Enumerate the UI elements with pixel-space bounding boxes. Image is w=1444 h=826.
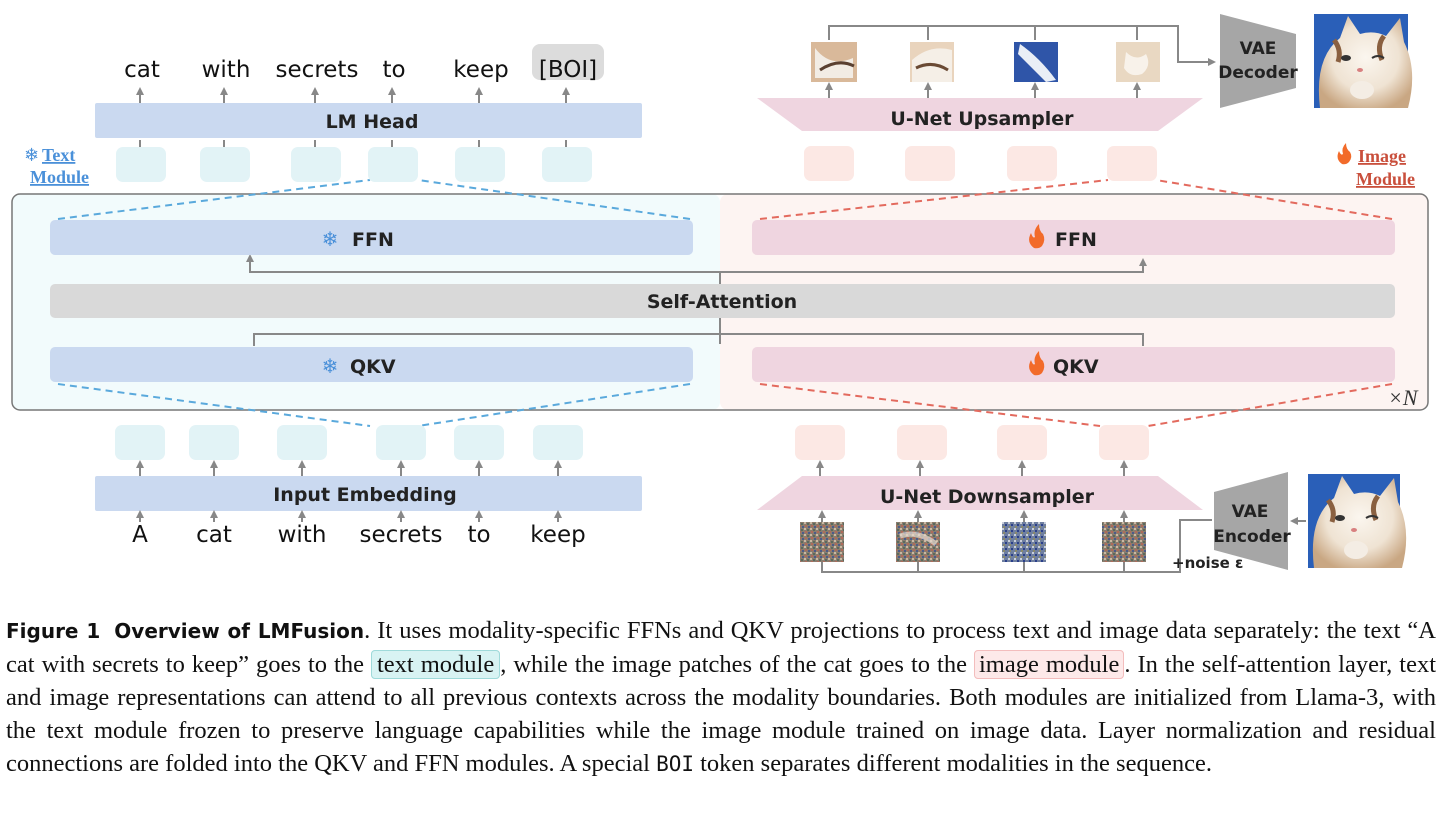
image-hidden-state [795, 425, 845, 460]
generated-cat-image [1314, 14, 1413, 108]
image-hidden-state [897, 425, 947, 460]
image-hidden-state [905, 146, 955, 181]
input-token: A [132, 522, 148, 548]
caption-text-3: . In the self-attention layer, text and … [6, 651, 1436, 777]
output-token: keep [453, 57, 508, 83]
text-module-label-1: Text [42, 145, 75, 165]
hidden-state [277, 425, 327, 460]
image-module-highlight: image module [973, 650, 1125, 679]
boi-token-inline: BOI [656, 752, 694, 776]
downsampler-arrows [816, 460, 1306, 573]
output-token: with [202, 57, 251, 83]
hidden-state [368, 147, 418, 182]
output-token: secrets [276, 57, 359, 83]
text-ffn-label: FFN [352, 229, 394, 251]
output-token: [BOI] [539, 57, 597, 83]
input-token: keep [530, 522, 585, 548]
vae-decoder-block [1220, 14, 1296, 108]
text-qkv-label: QKV [350, 356, 396, 378]
fire-icon [1337, 143, 1352, 165]
caption-text-2: , while the image patches of the cat goe… [500, 651, 974, 678]
input-cat-image [1308, 474, 1407, 568]
text-ffn-block [50, 220, 693, 255]
image-hidden-states-top [804, 146, 1157, 181]
input-token: secrets [360, 522, 443, 548]
image-hidden-state [1107, 146, 1157, 181]
input-token: to [467, 522, 490, 548]
output-token: to [382, 57, 405, 83]
hidden-state [455, 147, 505, 182]
self-attention-label: Self-Attention [647, 291, 797, 313]
hidden-state [200, 147, 250, 182]
image-module-label-2: Module [1356, 169, 1415, 189]
transformer-layer-box [11, 193, 1429, 411]
hidden-state [542, 147, 592, 182]
image-hidden-state [804, 146, 854, 181]
hidden-state [291, 147, 341, 182]
self-attention-block [50, 284, 1395, 318]
repeat-n-label: ×N [1388, 385, 1419, 410]
caption-label: Figure 1 [6, 619, 101, 643]
snowflake-icon: ❄ [322, 354, 339, 378]
lmfusion-diagram: ×N ❄ FFN FFN Self-Attention ❄ QKV QKV LM… [11, 14, 1429, 573]
snowflake-icon: ❄ [322, 227, 339, 251]
unet-downsampler-block [757, 476, 1203, 510]
snowflake-icon: ❄ [24, 145, 39, 166]
input-embedding-label: Input Embedding [273, 484, 457, 506]
image-hidden-states-bottom [795, 425, 1149, 460]
image-qkv-block [752, 347, 1395, 382]
text-qkv-block [50, 347, 693, 382]
image-dashed-lines [759, 179, 1393, 427]
image-ffn-block [752, 220, 1395, 255]
caption-text-4: token separates different modalities in … [694, 750, 1212, 777]
vae-encoder-label-1: VAE [1232, 502, 1269, 522]
vae-encoder-label-2: Encoder [1213, 527, 1291, 547]
bottom-token-arrows [136, 460, 562, 522]
vae-decoder-label-1: VAE [1240, 39, 1277, 59]
image-ffn-label: FFN [1055, 229, 1097, 251]
caption-text-1: . It uses modality-specific FFNs and QKV… [6, 617, 1436, 678]
output-token: cat [124, 57, 160, 83]
figure-caption: Figure 1 Overview of LMFusion. It uses m… [6, 614, 1436, 781]
noise-label: +noise ε [1172, 554, 1243, 572]
input-token: with [278, 522, 327, 548]
vae-decoder-label-2: Decoder [1218, 63, 1298, 83]
upsampler-arrows [825, 25, 1216, 98]
text-module-label-2: Module [30, 167, 89, 187]
hidden-state [189, 425, 239, 460]
text-hidden-states-bottom [115, 425, 583, 460]
image-hidden-state [997, 425, 1047, 460]
top-token-arrows [136, 87, 570, 147]
hidden-state [533, 425, 583, 460]
image-qkv-label: QKV [1053, 356, 1099, 378]
lm-head-label: LM Head [326, 111, 419, 133]
fire-icon [1029, 224, 1045, 249]
text-dashed-lines [57, 179, 691, 427]
caption-title: Overview of LMFusion [114, 619, 365, 643]
output-image-patches [811, 42, 1160, 82]
output-tokens: cat with secrets to keep [BOI] [124, 57, 597, 83]
image-module-label-1: Image [1358, 146, 1406, 166]
unet-upsampler-block [757, 98, 1203, 131]
layer-arrows [246, 254, 1147, 346]
hidden-state [454, 425, 504, 460]
noisy-image-patches [800, 522, 1146, 562]
text-hidden-states-top [116, 147, 592, 182]
hidden-state [116, 147, 166, 182]
unet-downsampler-label: U-Net Downsampler [880, 486, 1095, 508]
hidden-state [376, 425, 426, 460]
fire-icon [1029, 351, 1045, 376]
vae-encoder-block [1214, 472, 1288, 570]
lm-head-block [95, 103, 642, 138]
input-token: cat [196, 522, 232, 548]
image-hidden-state [1007, 146, 1057, 181]
image-hidden-state [1099, 425, 1149, 460]
boi-token-bg [532, 44, 604, 80]
hidden-state [115, 425, 165, 460]
unet-upsampler-label: U-Net Upsampler [890, 108, 1074, 130]
text-module-highlight: text module [370, 650, 501, 679]
input-embedding-block [95, 476, 642, 511]
